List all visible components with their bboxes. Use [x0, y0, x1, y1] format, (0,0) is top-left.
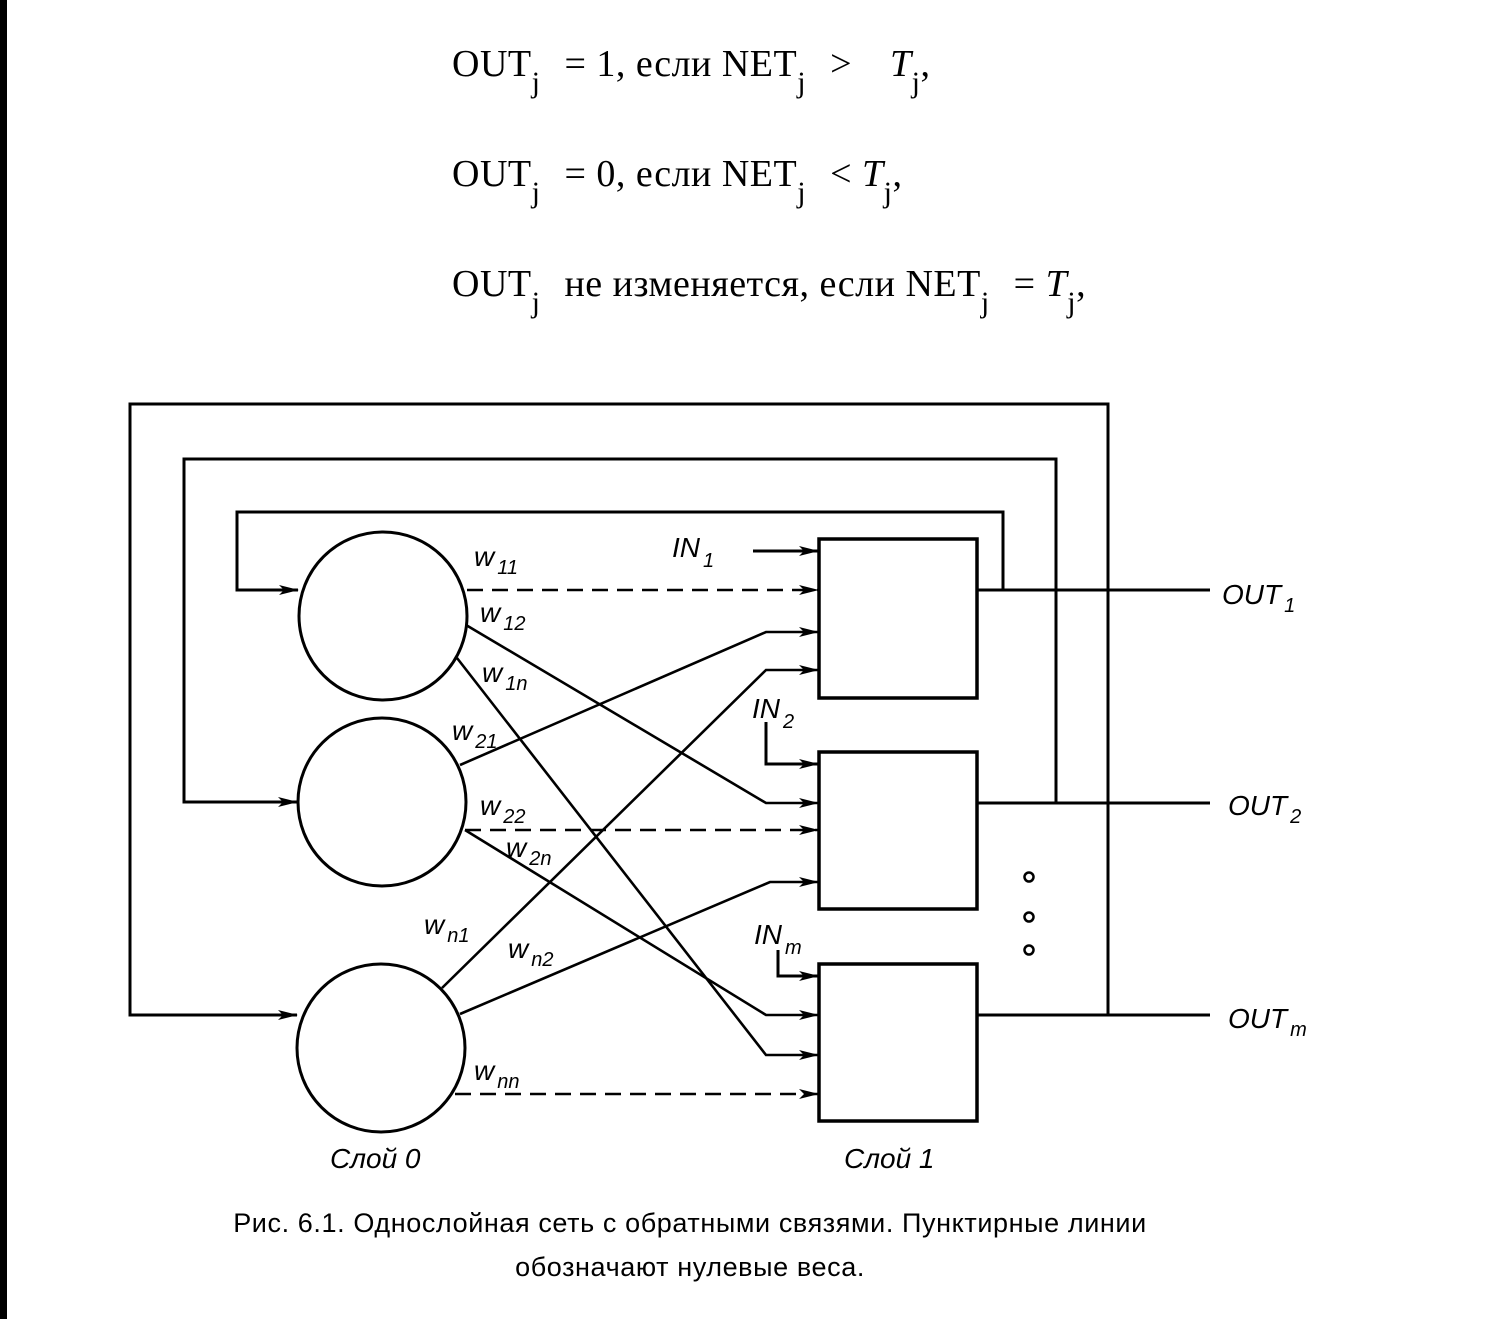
input-line-2	[764, 722, 819, 769]
scan-edge-bar	[0, 0, 7, 1319]
formula-middle: = 1, если NET	[564, 43, 798, 85]
formula-lhs: OUT	[452, 153, 532, 195]
figure-caption-line2: обозначают нулевые веса.	[515, 1252, 865, 1282]
formula-lhs: OUT	[452, 263, 532, 305]
layer0-neuron-1	[297, 530, 469, 702]
formula-lhs-sub: j	[531, 66, 541, 99]
weight-w21-line	[459, 627, 819, 767]
input-line-m	[776, 950, 819, 981]
formula-threshold-sub: j	[1067, 286, 1077, 319]
formula-lhs: OUT	[452, 43, 532, 85]
feedback-loop-2	[182, 457, 1058, 807]
formula-tail: ,	[1076, 263, 1087, 305]
layer0-label: Слой 0	[330, 1143, 421, 1174]
weight-wn2-line	[459, 877, 819, 1016]
formula-threshold-sub: j	[911, 66, 921, 99]
formula-lhs-sub: j	[531, 286, 541, 319]
layer1-neuron-m	[817, 962, 979, 1123]
layer0-neuron-n	[295, 962, 467, 1134]
formula-net-sub: j	[980, 286, 990, 319]
formula-middle: = 0, если NET	[564, 153, 798, 195]
formula-tail: ,	[892, 153, 903, 195]
ellipsis-dot-2	[1023, 911, 1035, 923]
formula-middle: не изменяется, если NET	[564, 263, 981, 305]
connections-group	[128, 402, 1210, 1099]
formula-net-sub: j	[797, 176, 807, 209]
ellipsis-dot-1	[1023, 871, 1035, 883]
figure-caption-line1: Рис. 6.1. Однослойная сеть с обратными с…	[233, 1208, 1147, 1238]
formula-threshold-sub: j	[883, 176, 893, 209]
formula-out-unchanged: OUTj не изменяется, если NETj = Tj,	[452, 262, 1087, 319]
weight-wn1-line	[441, 665, 819, 989]
feedback-loop-m	[128, 402, 1110, 1020]
feedback-loop-1	[235, 510, 1005, 595]
formula-out-0: OUTj = 0, если NETj < Tj,	[452, 152, 903, 209]
formula-out-1: OUTj = 1, если NETj > Tj,	[452, 42, 931, 99]
formula-op: =	[1013, 263, 1036, 305]
layer1-neuron-2	[817, 750, 979, 911]
formula-lhs-sub: j	[531, 176, 541, 209]
weight-w12-line	[465, 623, 819, 808]
formula-op: >	[830, 43, 853, 85]
formula-threshold: T	[1045, 263, 1068, 305]
formula-op: <	[830, 153, 853, 195]
formula-tail: ,	[920, 43, 931, 85]
weight-w1n-line	[455, 657, 819, 1060]
formula-threshold: T	[862, 153, 884, 195]
nodes-group	[295, 530, 1035, 1134]
layer1-label: Слой 1	[844, 1143, 935, 1174]
formula-threshold: T	[890, 43, 912, 85]
layer0-neuron-2	[296, 716, 468, 888]
ellipsis-dot-3	[1023, 944, 1035, 956]
weight-w2n-line	[464, 828, 819, 1020]
layer1-neuron-1	[817, 537, 979, 700]
formula-net-sub: j	[797, 66, 807, 99]
